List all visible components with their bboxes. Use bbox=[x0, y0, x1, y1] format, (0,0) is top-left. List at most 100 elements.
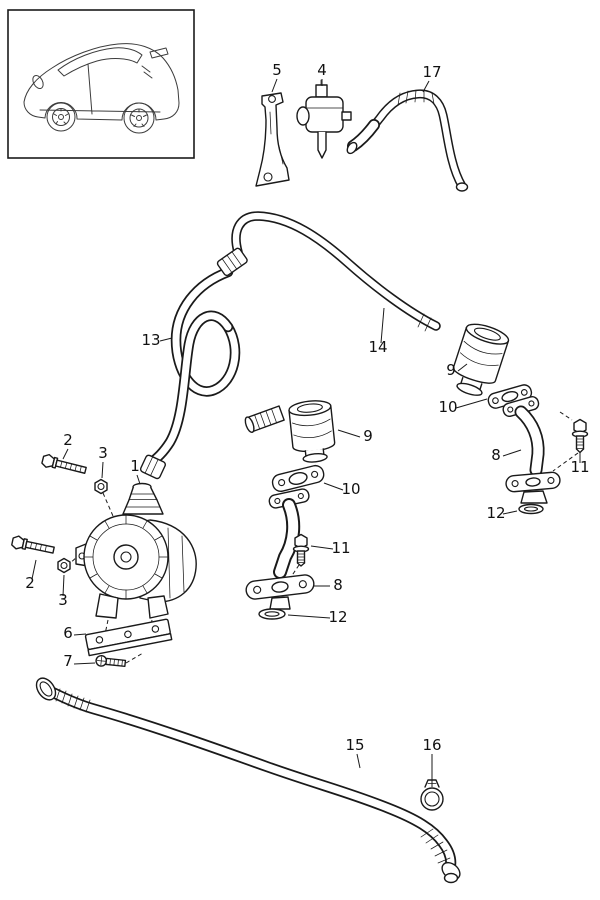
part-screw-middle bbox=[290, 533, 310, 578]
leader-line bbox=[380, 307, 385, 344]
callouts: 5 4 17 13 14 9 10 8 bbox=[25, 61, 590, 787]
callout-9-right[interactable]: 9 bbox=[446, 361, 468, 379]
callout-10-right[interactable]: 10 bbox=[438, 398, 488, 416]
callout-3-lower[interactable]: 3 bbox=[58, 574, 68, 609]
car-inset bbox=[7, 9, 195, 159]
callout-label[interactable]: 7 bbox=[63, 652, 73, 670]
callout-label[interactable]: 14 bbox=[368, 338, 387, 356]
leader-line bbox=[455, 398, 488, 409]
callout-9-middle[interactable]: 9 bbox=[337, 427, 373, 445]
callout-label[interactable]: 10 bbox=[341, 480, 360, 498]
part-gasket-right bbox=[487, 384, 533, 409]
callout-label[interactable]: 13 bbox=[141, 331, 160, 349]
callout-1[interactable]: 1 bbox=[130, 457, 141, 485]
part-air-pump bbox=[75, 482, 197, 645]
part-connection-pipe-right bbox=[502, 396, 561, 504]
callout-label[interactable]: 12 bbox=[486, 504, 505, 522]
callout-11-middle[interactable]: 11 bbox=[310, 539, 351, 557]
pipe-corrugation-right bbox=[420, 828, 451, 864]
leader-line bbox=[422, 80, 430, 93]
callout-label[interactable]: 6 bbox=[63, 624, 73, 642]
pipe-corrugation-left bbox=[55, 688, 91, 713]
callout-14[interactable]: 14 bbox=[368, 307, 388, 356]
part-nut-upper bbox=[94, 478, 114, 517]
leader-line bbox=[101, 461, 104, 479]
callout-17[interactable]: 17 bbox=[422, 63, 442, 93]
leader-line bbox=[62, 448, 69, 460]
part-air-hose bbox=[139, 266, 241, 480]
callout-3-upper[interactable]: 3 bbox=[98, 444, 108, 479]
leader-line bbox=[310, 545, 334, 550]
callout-5[interactable]: 5 bbox=[271, 61, 282, 93]
callout-label[interactable]: 9 bbox=[446, 361, 456, 379]
callout-2-lower[interactable]: 2 bbox=[25, 559, 37, 592]
callout-6[interactable]: 6 bbox=[63, 624, 87, 642]
callout-7[interactable]: 7 bbox=[63, 652, 96, 670]
callout-15[interactable]: 15 bbox=[345, 736, 365, 769]
callout-2-upper[interactable]: 2 bbox=[62, 431, 73, 460]
callout-label[interactable]: 3 bbox=[58, 591, 68, 609]
car-sketch-icon bbox=[23, 43, 180, 134]
callout-label[interactable]: 12 bbox=[328, 608, 347, 626]
leader-line bbox=[73, 662, 96, 665]
part-shutoff-valve-right bbox=[452, 323, 510, 396]
part-air-pipe bbox=[35, 677, 461, 884]
callout-11-right[interactable]: 11 bbox=[570, 453, 590, 476]
callout-label[interactable]: 15 bbox=[345, 736, 364, 754]
leader-line bbox=[159, 337, 173, 342]
callout-label[interactable]: 2 bbox=[25, 574, 35, 592]
callout-label[interactable]: 17 bbox=[422, 63, 441, 81]
part-bolt-lower bbox=[11, 535, 55, 554]
callout-label[interactable]: 5 bbox=[272, 61, 282, 79]
part-screw-right bbox=[552, 411, 589, 472]
leader-line bbox=[457, 363, 468, 372]
callout-4[interactable]: 4 bbox=[317, 61, 327, 86]
callout-label[interactable]: 4 bbox=[317, 61, 327, 79]
callout-label[interactable]: 9 bbox=[363, 427, 373, 445]
callout-label[interactable]: 11 bbox=[570, 458, 589, 476]
callout-16[interactable]: 16 bbox=[422, 736, 442, 787]
leader-line bbox=[62, 574, 65, 597]
callout-label[interactable]: 10 bbox=[438, 398, 457, 416]
hose-corrugation bbox=[397, 89, 435, 106]
part-seal-ring-middle bbox=[258, 608, 286, 620]
callout-label[interactable]: 2 bbox=[63, 431, 73, 449]
callout-label[interactable]: 3 bbox=[98, 444, 108, 462]
leader-line bbox=[31, 559, 37, 580]
part-solenoid-valve bbox=[296, 79, 352, 159]
leader-line bbox=[337, 429, 361, 438]
leader-line bbox=[323, 482, 344, 491]
pump-ribs bbox=[83, 514, 169, 600]
callout-label[interactable]: 11 bbox=[331, 539, 350, 557]
part-seal-ring-right bbox=[518, 503, 544, 515]
callout-label[interactable]: 8 bbox=[491, 446, 501, 464]
callout-13[interactable]: 13 bbox=[141, 331, 173, 349]
leader-line bbox=[73, 633, 87, 636]
leader-line bbox=[287, 614, 331, 619]
leader-line bbox=[502, 510, 518, 515]
leader-line bbox=[271, 78, 278, 93]
part-fastening-screw bbox=[95, 652, 144, 668]
callout-10-middle[interactable]: 10 bbox=[323, 480, 361, 498]
callout-8-middle[interactable]: 8 bbox=[314, 576, 343, 594]
part-gasket-middle bbox=[271, 464, 325, 493]
part-nut-lower bbox=[57, 555, 79, 574]
callout-label[interactable]: 8 bbox=[333, 576, 343, 594]
leader-line bbox=[502, 449, 522, 457]
part-holder-bracket bbox=[84, 618, 173, 657]
leader-line bbox=[356, 753, 361, 769]
part-support-bracket bbox=[255, 92, 290, 187]
callout-12-middle[interactable]: 12 bbox=[287, 608, 348, 626]
callout-8-right[interactable]: 8 bbox=[491, 446, 522, 464]
part-vent-hose bbox=[346, 89, 469, 192]
part-pressure-hose bbox=[231, 211, 441, 332]
hose-junction-fitting bbox=[216, 247, 248, 277]
callout-label[interactable]: 16 bbox=[422, 736, 441, 754]
callout-label[interactable]: 1 bbox=[130, 457, 140, 475]
callout-12-right[interactable]: 12 bbox=[486, 504, 518, 522]
leader-line bbox=[136, 474, 141, 485]
part-bolt-upper bbox=[41, 453, 87, 474]
part-connection-pipe-middle bbox=[245, 488, 315, 610]
